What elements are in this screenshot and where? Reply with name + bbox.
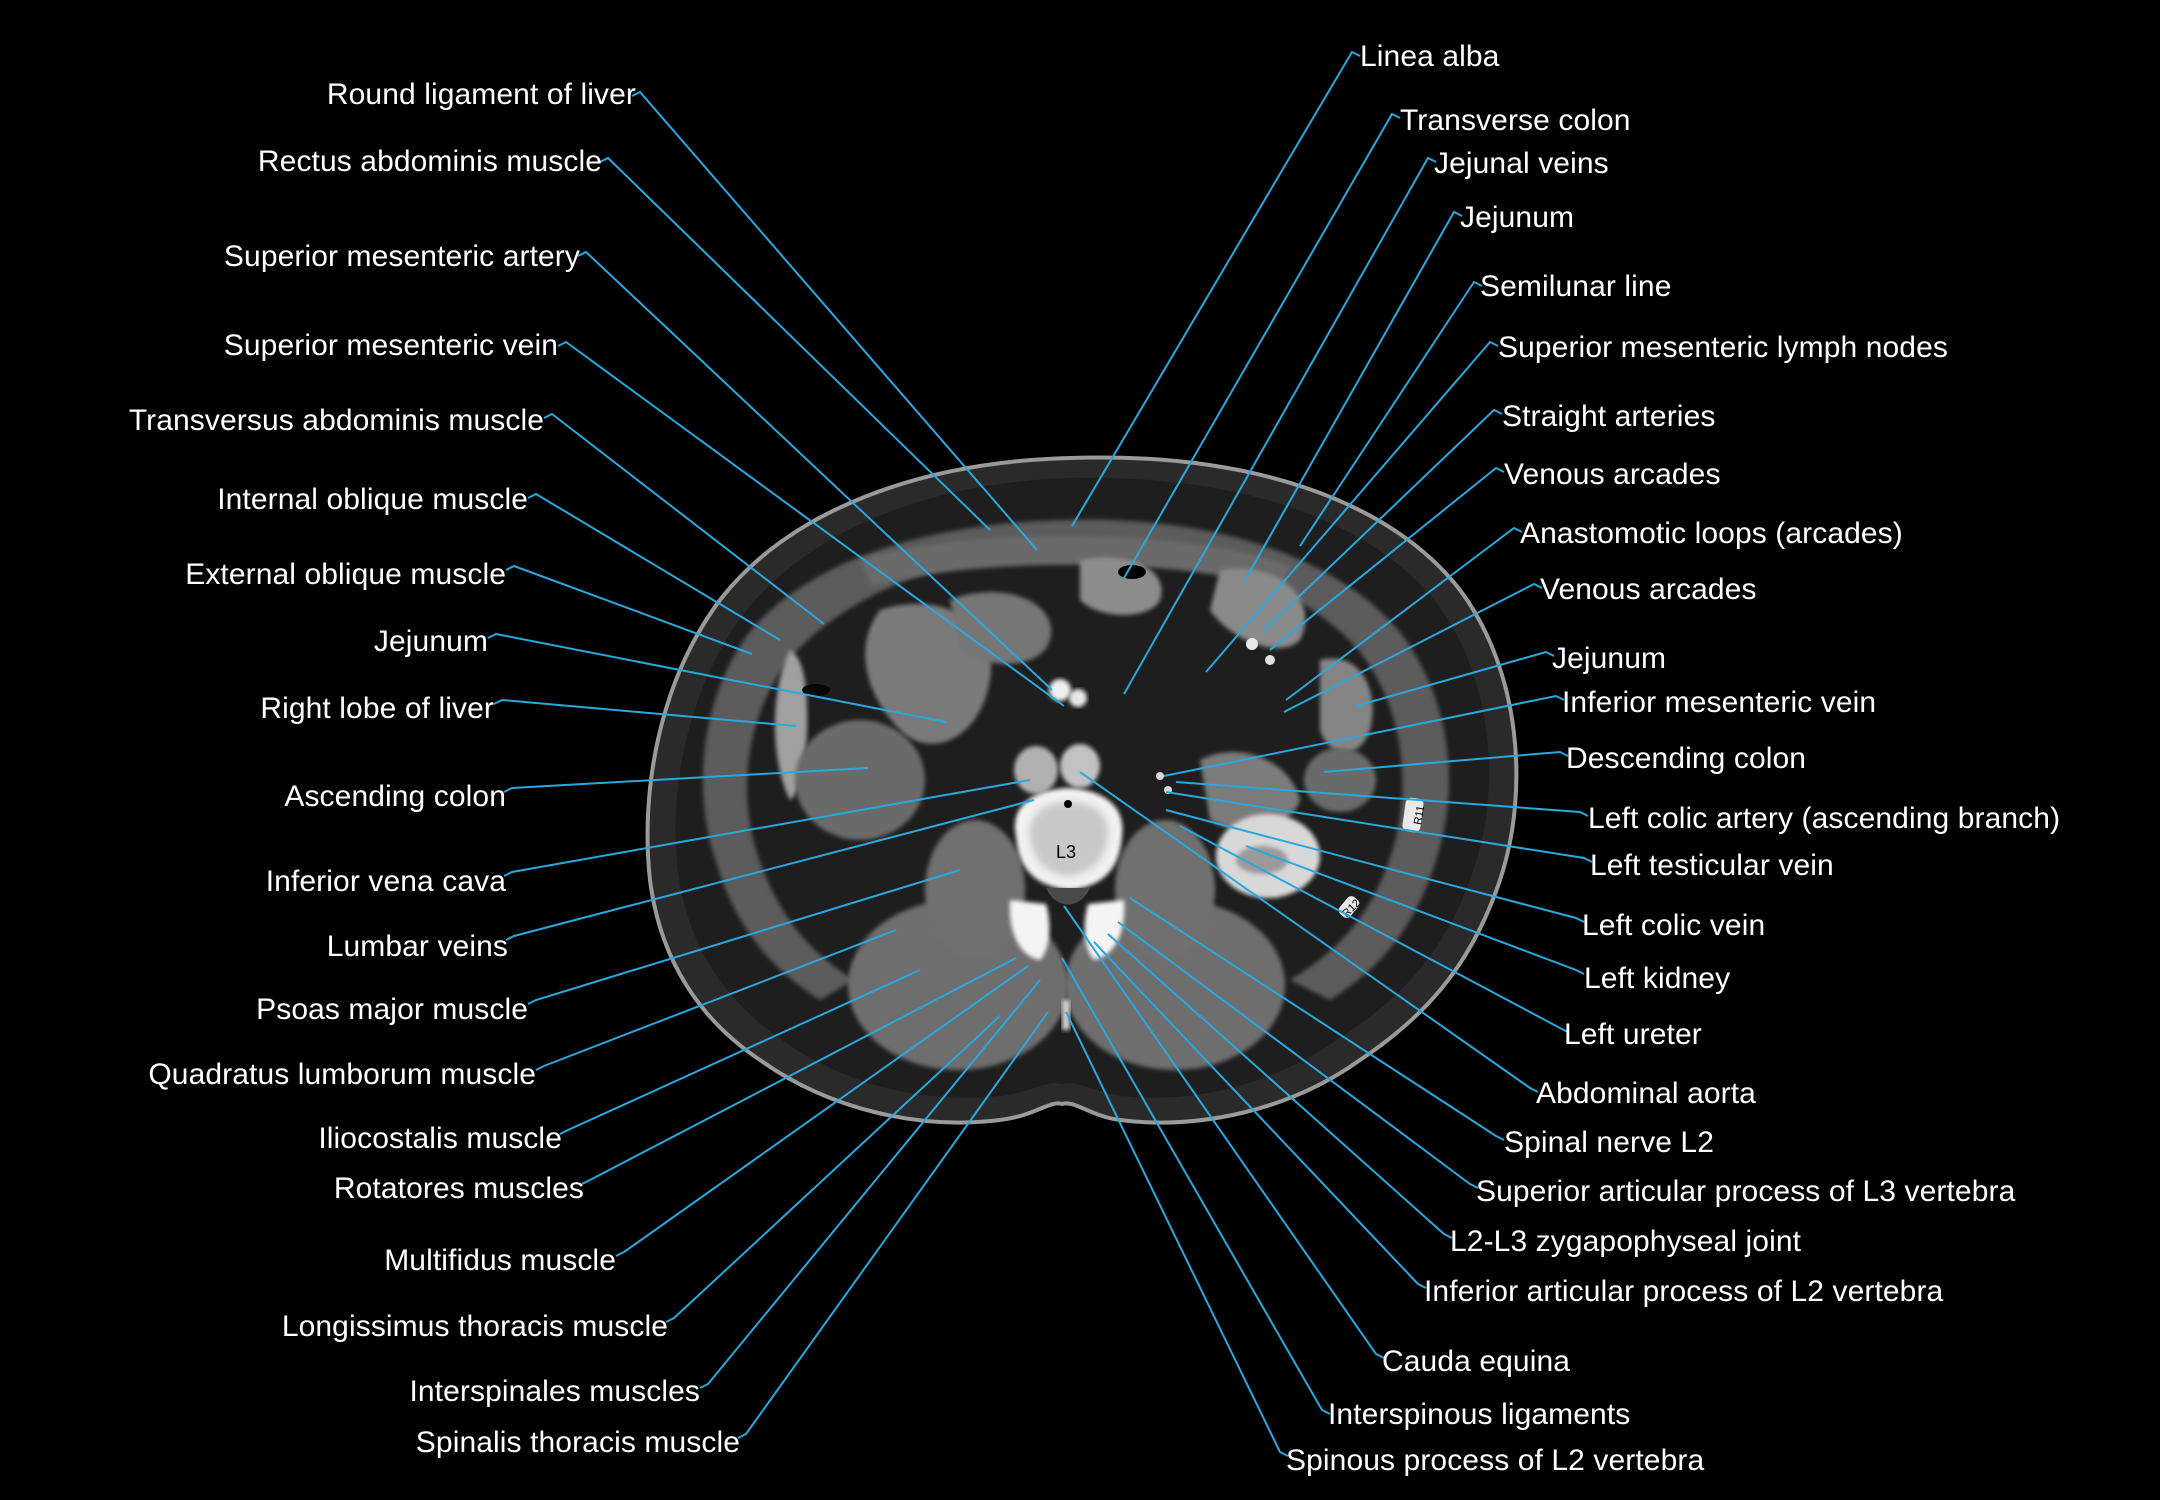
leader-line-multifidus-muscle — [615, 965, 1029, 1257]
leader-line-round-ligament-of-liver — [631, 90, 1038, 551]
leader-line-jejunum — [1355, 650, 1555, 707]
leader-line-rectus-abdominis-muscle — [599, 156, 991, 531]
leader-line-transverse-colon — [1123, 112, 1401, 579]
label-anastomotic-loops-arcades: Anastomotic loops (arcades) — [1520, 517, 1903, 550]
leader-line-jejunal-veins — [1123, 156, 1437, 695]
vertebra-l3: L3 — [1009, 788, 1125, 1030]
label-descending-colon: Descending colon — [1566, 742, 1807, 775]
label-interspinales-muscles: Interspinales muscles — [409, 1375, 700, 1408]
leader-line-spinous-process-of-l2-vertebra — [1065, 1011, 1289, 1457]
leader-line-left-colic-vein — [1165, 809, 1585, 923]
leader-line-jejunum — [487, 632, 947, 723]
label-spinous-process-of-l2-vertebra: Spinous process of L2 vertebra — [1286, 1444, 1705, 1477]
leader-line-inferior-mesenteric-vein — [1163, 694, 1565, 777]
leader-line-right-lobe-of-liver — [493, 698, 797, 727]
label-left-colic-artery-ascending-branch: Left colic artery (ascending branch) — [1588, 802, 2061, 835]
leader-line-external-oblique-muscle — [505, 564, 753, 655]
leader-line-jejunum — [1243, 210, 1463, 583]
label-superior-mesenteric-vein: Superior mesenteric vein — [223, 329, 558, 362]
label-lumbar-veins: Lumbar veins — [326, 930, 508, 963]
label-left-colic-vein: Left colic vein — [1582, 909, 1766, 942]
posterior-muscles — [848, 820, 1285, 1070]
label-quadratus-lumborum-muscle: Quadratus lumborum muscle — [148, 1058, 536, 1091]
vertebra-level-text: L3 — [1056, 842, 1076, 862]
rib-label-r11: R11 — [1412, 805, 1427, 826]
label-transverse-colon: Transverse colon — [1400, 104, 1631, 137]
leader-line-longissimus-thoracis-muscle — [665, 1015, 1001, 1323]
leader-line-inferior-articular-process-of-l2-vertebra — [1093, 941, 1427, 1289]
leader-line-abdominal-aorta — [1079, 771, 1539, 1093]
label-superior-mesenteric-artery: Superior mesenteric artery — [223, 240, 580, 273]
label-external-oblique-muscle: External oblique muscle — [185, 558, 506, 591]
leader-line-linea-alba — [1071, 50, 1361, 527]
leader-line-internal-oblique-muscle — [527, 492, 781, 641]
leader-line-venous-arcades — [1283, 582, 1543, 713]
label-longissimus-thoracis-muscle: Longissimus thoracis muscle — [281, 1310, 668, 1343]
label-jejunum: Jejunum — [373, 625, 488, 658]
abdominal-organs — [775, 557, 1376, 898]
label-left-testicular-vein: Left testicular vein — [1590, 849, 1834, 882]
leader-line-transversus-abdominis-muscle — [543, 412, 825, 625]
label-transversus-abdominis-muscle: Transversus abdominis muscle — [128, 404, 544, 437]
leader-line-superior-mesenteric-vein — [557, 340, 1065, 707]
leader-line-lumbar-veins — [505, 799, 1035, 941]
label-straight-arteries: Straight arteries — [1502, 400, 1716, 433]
label-internal-oblique-muscle: Internal oblique muscle — [217, 483, 528, 516]
leader-line-ascending-colon — [503, 767, 869, 793]
label-l2-l3-zygapophyseal-joint: L2-L3 zygapophyseal joint — [1450, 1225, 1802, 1258]
label-inferior-vena-cava: Inferior vena cava — [265, 865, 506, 898]
leader-line-l2-l3-zygapophyseal-joint — [1107, 933, 1453, 1239]
leader-line-left-kidney — [1245, 845, 1585, 975]
label-cauda-equina: Cauda equina — [1382, 1345, 1571, 1378]
label-interspinous-ligaments: Interspinous ligaments — [1328, 1398, 1631, 1431]
label-linea-alba: Linea alba — [1360, 40, 1500, 73]
label-left-kidney: Left kidney — [1584, 962, 1731, 995]
leader-line-left-ureter — [1179, 825, 1569, 1033]
label-venous-arcades: Venous arcades — [1540, 573, 1757, 606]
leader-line-quadratus-lumborum-muscle — [535, 929, 897, 1071]
leader-line-left-colic-artery-ascending-branch — [1175, 781, 1589, 817]
label-right-lobe-of-liver: Right lobe of liver — [260, 692, 494, 725]
leader-line-rotatores-muscles — [581, 957, 1017, 1185]
label-abdominal-aorta: Abdominal aorta — [1536, 1077, 1756, 1110]
label-jejunum: Jejunum — [1552, 642, 1667, 675]
leader-line-iliocostalis-muscle — [559, 969, 921, 1135]
leader-line-superior-mesenteric-artery — [577, 250, 1053, 691]
leader-line-superior-articular-process-of-l3-vertebra — [1117, 921, 1479, 1189]
leader-line-left-testicular-vein — [1165, 791, 1593, 863]
leader-line-cauda-equina — [1063, 905, 1385, 1359]
label-rectus-abdominis-muscle: Rectus abdominis muscle — [257, 145, 602, 178]
label-inferior-mesenteric-vein: Inferior mesenteric vein — [1562, 686, 1877, 719]
label-semilunar-line: Semilunar line — [1480, 270, 1672, 303]
label-rotatores-muscles: Rotatores muscles — [333, 1172, 584, 1205]
label-inferior-articular-process-of-l2-vertebra: Inferior articular process of L2 vertebr… — [1424, 1275, 1944, 1308]
label-spinalis-thoracis-muscle: Spinalis thoracis muscle — [415, 1426, 740, 1459]
leader-line-anastomotic-loops-arcades — [1285, 526, 1523, 701]
label-psoas-major-muscle: Psoas major muscle — [256, 993, 528, 1026]
leader-line-semilunar-line — [1299, 280, 1483, 547]
label-jejunal-veins: Jejunal veins — [1434, 147, 1609, 180]
leader-line-venous-arcades — [1269, 466, 1505, 651]
label-superior-mesenteric-lymph-nodes: Superior mesenteric lymph nodes — [1498, 331, 1948, 364]
label-ascending-colon: Ascending colon — [284, 780, 506, 813]
label-venous-arcades: Venous arcades — [1504, 458, 1721, 491]
label-superior-articular-process-of-l3-vertebra: Superior articular process of L3 vertebr… — [1476, 1175, 2016, 1208]
leader-line-straight-arteries — [1263, 408, 1503, 631]
leader-line-superior-mesenteric-lymph-nodes — [1205, 340, 1499, 673]
leader-lines — [487, 50, 1593, 1457]
label-spinal-nerve-l2: Spinal nerve L2 — [1504, 1126, 1714, 1159]
label-jejunum: Jejunum — [1460, 201, 1575, 234]
leader-line-interspinous-ligaments — [1061, 957, 1331, 1415]
label-left-ureter: Left ureter — [1564, 1018, 1702, 1051]
label-round-ligament-of-liver: Round ligament of liver — [326, 78, 636, 111]
label-multifidus-muscle: Multifidus muscle — [384, 1244, 616, 1277]
leader-line-spinalis-thoracis-muscle — [737, 1011, 1049, 1439]
label-iliocostalis-muscle: Iliocostalis muscle — [318, 1122, 562, 1155]
leader-line-inferior-vena-cava — [503, 779, 1031, 877]
leader-line-psoas-major-muscle — [527, 869, 961, 1005]
leader-line-descending-colon — [1323, 750, 1569, 773]
leader-line-interspinales-muscles — [699, 979, 1041, 1389]
leader-line-spinal-nerve-l2 — [1129, 897, 1505, 1141]
